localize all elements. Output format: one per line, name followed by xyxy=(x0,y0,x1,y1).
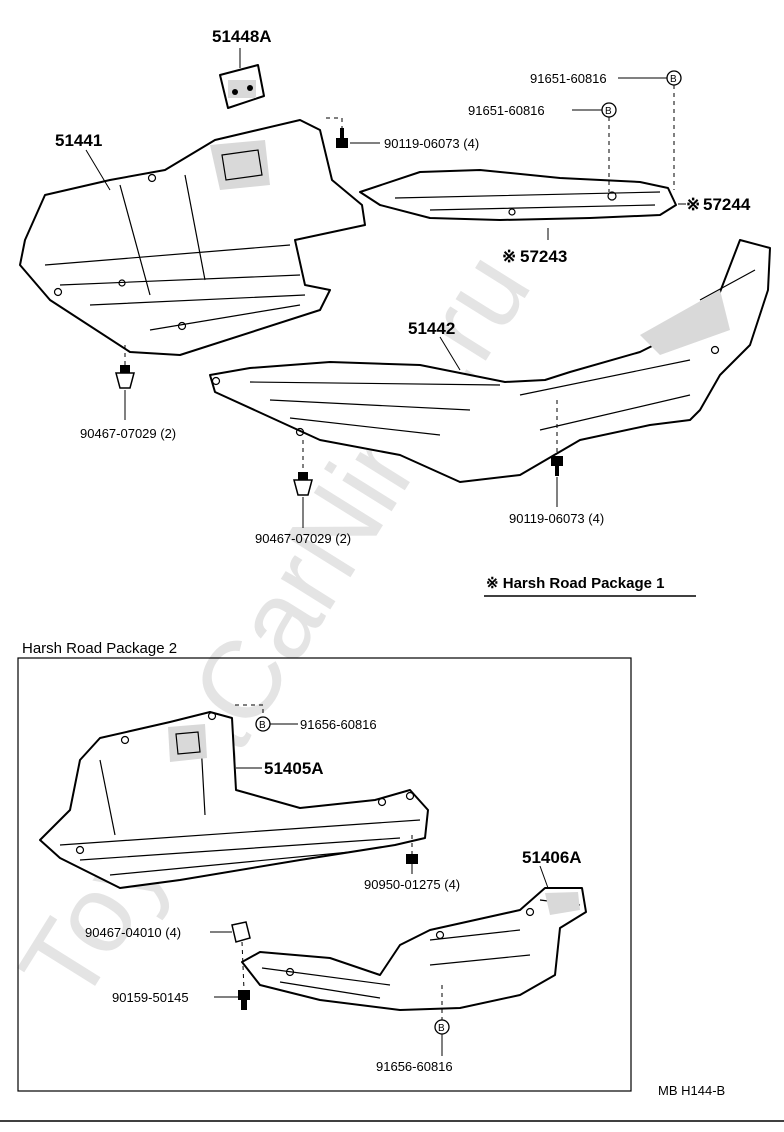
fastener-label-90119-upper: 90119-06073 (4) xyxy=(384,136,479,151)
fastener-label-91656-top: 91656-60816 xyxy=(300,717,377,732)
fastener-label-90467-mid: 90467-07029 (2) xyxy=(255,531,351,546)
bolt-marker-pkg2-bottom: B xyxy=(434,1019,450,1035)
fastener-label-90467-left: 90467-07029 (2) xyxy=(80,426,176,441)
leader-line xyxy=(539,865,549,889)
svg-text:B: B xyxy=(605,106,612,117)
part-label-51441: 51441 xyxy=(55,131,102,150)
fastener-label-90159: 90159-50145 xyxy=(112,990,189,1005)
undercover-51442 xyxy=(209,239,771,483)
fastener-label-91656-bottom: 91656-60816 xyxy=(376,1059,453,1074)
svg-text:57244: 57244 xyxy=(703,195,751,214)
package1-note: ※ Harsh Road Package 1 xyxy=(486,575,664,592)
svg-text:※: ※ xyxy=(502,247,516,266)
leader-line xyxy=(85,149,111,191)
leader-line xyxy=(326,117,343,128)
leader-line xyxy=(235,704,264,717)
part-label-51442: 51442 xyxy=(408,319,455,338)
part-label-57243: ※ 57243 xyxy=(502,247,567,266)
svg-text:B: B xyxy=(438,1023,445,1034)
svg-text:57243: 57243 xyxy=(520,247,567,266)
clip-icon-mid xyxy=(293,472,313,496)
nut-icon-90950 xyxy=(406,854,418,864)
bolt-marker-pkg2-top: B xyxy=(255,716,271,732)
clip-icon-90467-04010 xyxy=(231,921,251,943)
undercover-51441 xyxy=(19,119,366,356)
fastener-label-90950: 90950-01275 (4) xyxy=(364,877,460,892)
fastener-label-91651-mid: 91651-60816 xyxy=(468,103,545,118)
svg-text:B: B xyxy=(670,74,677,85)
bolt-marker-top: B xyxy=(666,70,682,86)
part-label-57244: ※ 57244 xyxy=(686,195,751,214)
undercover-51405a xyxy=(39,711,429,889)
package2-title: Harsh Road Package 2 xyxy=(22,640,177,657)
fastener-label-90467-04010: 90467-04010 (4) xyxy=(85,925,181,940)
clip-icon-left xyxy=(115,365,135,389)
page-code: MB H144-B xyxy=(658,1083,725,1098)
undercover-51406a xyxy=(241,887,587,1011)
bolt-marker-mid: B xyxy=(601,102,617,118)
fastener-label-91651-top: 91651-60816 xyxy=(530,71,607,86)
bolt-icon-upper xyxy=(336,128,348,148)
bolt-icon-lower xyxy=(551,456,563,476)
svg-text:※: ※ xyxy=(686,195,700,214)
bracket-51448a xyxy=(219,64,265,109)
part-label-51448a: 51448A xyxy=(212,27,272,46)
rail-57243 xyxy=(359,169,677,221)
package2-frame xyxy=(17,657,632,1092)
leader-line xyxy=(241,941,245,991)
leader-line xyxy=(439,336,461,371)
part-label-51405a: 51405A xyxy=(264,759,324,778)
watermark: ToyotaCarNine.ru xyxy=(0,232,554,1023)
screw-icon-90159 xyxy=(238,990,250,1010)
svg-text:B: B xyxy=(259,720,266,731)
part-label-51406a: 51406A xyxy=(522,848,582,867)
fastener-label-90119-lower: 90119-06073 (4) xyxy=(509,511,604,526)
